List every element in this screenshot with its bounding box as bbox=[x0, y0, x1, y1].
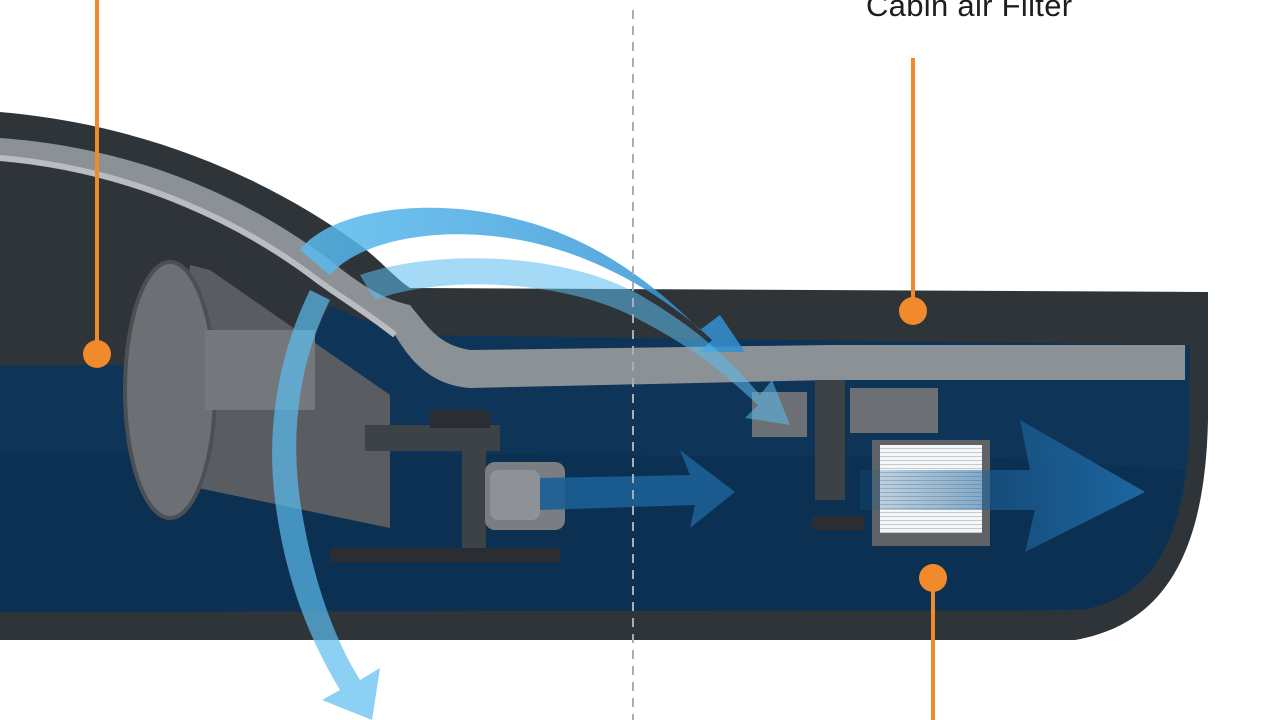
windshield-frame bbox=[0, 138, 1185, 388]
filter-mount-foot bbox=[812, 516, 864, 530]
filter-mount-post bbox=[815, 380, 845, 500]
leader-marker-cabin-filter bbox=[899, 297, 927, 325]
intake-airflow-mid bbox=[360, 258, 790, 425]
blower-cap bbox=[430, 410, 490, 428]
filtered-airflow-arrow bbox=[860, 420, 1145, 552]
blower-motor-face bbox=[490, 470, 540, 520]
blower-base bbox=[330, 548, 560, 562]
leader-marker-left bbox=[83, 340, 111, 368]
cabin-air-filter-label: Cabin air Filter bbox=[866, 0, 1073, 23]
windshield-trim bbox=[0, 155, 397, 338]
duct-block-right bbox=[850, 388, 938, 433]
leader-marker-bottom bbox=[919, 564, 947, 592]
dashboard-vent-face bbox=[125, 262, 215, 518]
blower-post bbox=[462, 440, 486, 560]
blower-airflow-arrow bbox=[540, 450, 735, 528]
intake-airflow-upper bbox=[300, 207, 745, 352]
intake-airflow-lower bbox=[272, 290, 380, 720]
